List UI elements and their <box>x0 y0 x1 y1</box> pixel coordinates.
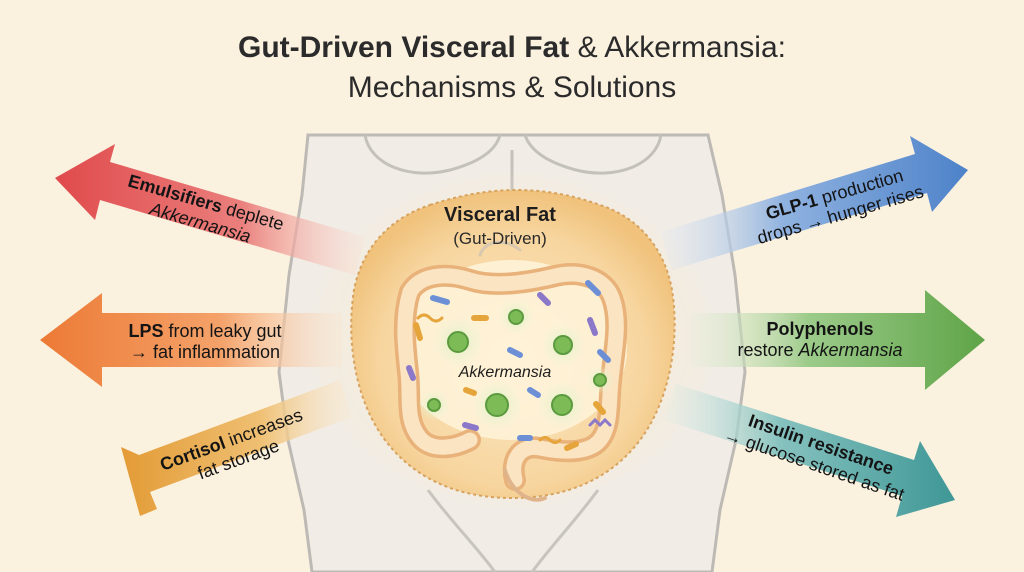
akkermansia-microbes <box>418 299 614 431</box>
title-rest: & Akkermansia: <box>569 31 786 64</box>
arrow-emulsifiers <box>55 144 365 275</box>
label-lps: LPS from leaky gut → fat inflammation <box>110 321 300 363</box>
diagram-title: Gut-Driven Visceral Fat & Akkermansia: <box>0 31 1024 65</box>
lps-bold: LPS <box>128 321 164 341</box>
arrow-glp1 <box>660 136 968 270</box>
arrow-polyphenols <box>690 290 985 390</box>
arrow-insulin <box>664 384 955 517</box>
polyphenols-line2-italic: Akkermansia <box>798 340 903 360</box>
akkermansia-label: Akkermansia <box>458 364 552 381</box>
lps-line2: → fat inflammation <box>129 342 281 362</box>
intestine-illustration <box>393 240 628 502</box>
polyphenols-bold: Polyphenols <box>766 319 874 339</box>
lps-text: from leaky gut <box>163 321 282 341</box>
label-polyphenols: Polyphenols restore Akkermansia <box>730 319 910 361</box>
arrow-cortisol <box>121 380 352 516</box>
title-bold-part: Gut-Driven Visceral Fat <box>238 31 570 64</box>
diagram-subtitle: Mechanisms & Solutions <box>347 71 677 104</box>
polyphenols-line2-text: restore <box>737 340 799 360</box>
visceral-fat-subtitle: (Gut-Driven) <box>453 229 547 248</box>
visceral-fat-title: Visceral Fat <box>444 204 556 226</box>
arrow-lps <box>40 293 342 387</box>
gut-bacteria <box>406 280 612 451</box>
